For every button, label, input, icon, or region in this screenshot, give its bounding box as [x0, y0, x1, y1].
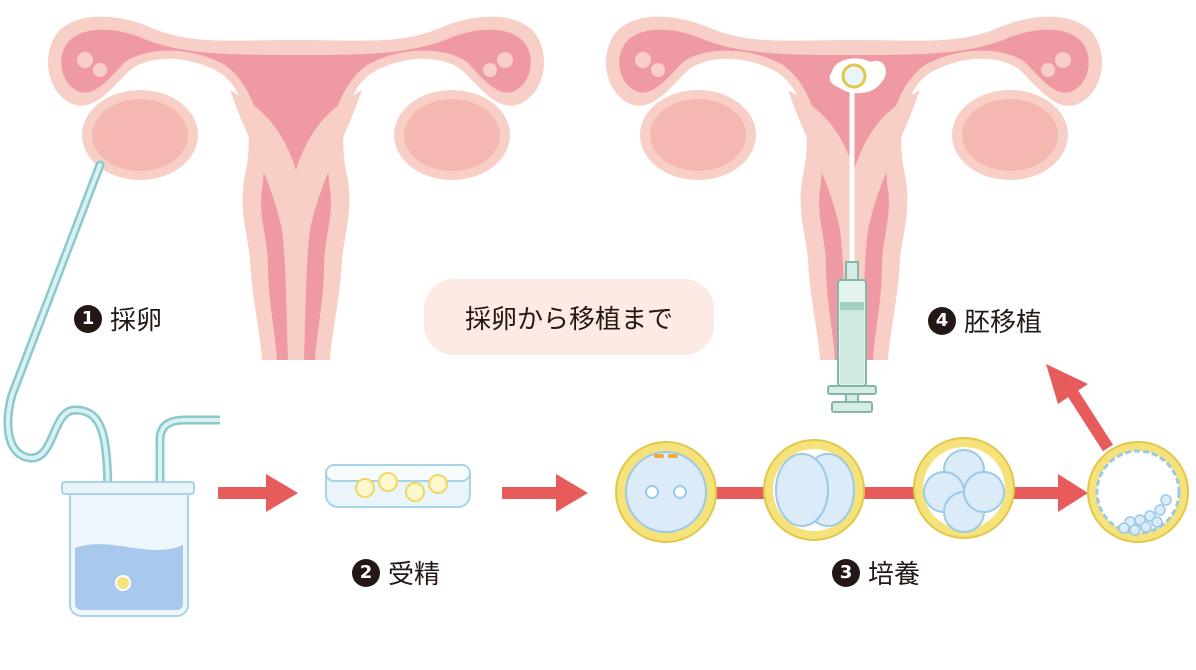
ovary-right-inner: [404, 99, 500, 171]
step-label-text: 採卵: [110, 306, 163, 336]
step-label-text: 培養: [868, 560, 921, 590]
ovary-left-inner: [650, 99, 746, 171]
embryo-two-cell: [763, 439, 865, 541]
step-label-fertilization: 2 受精: [352, 554, 440, 591]
arrow-head: [1058, 474, 1088, 512]
culture-connector: [712, 487, 768, 499]
step-label-text: 受精: [388, 560, 441, 590]
pronucleus: [645, 485, 659, 499]
inner-cell-mass: [1154, 504, 1166, 516]
arrow-to-transfer: [1046, 364, 1114, 452]
fimbria: [1055, 52, 1071, 68]
inner-cell-mass: [1129, 524, 1141, 536]
ovary-left-inner: [92, 99, 188, 171]
syringe-fill: [840, 310, 864, 384]
dish-egg: [355, 478, 375, 498]
uterus-left: [48, 16, 544, 360]
inner-cell-mass: [1118, 522, 1130, 534]
inner-cell-mass: [1140, 521, 1152, 533]
arrow-shaft: [1066, 388, 1114, 452]
embryo-blastocyst: [1087, 441, 1189, 543]
ovary-right-inner: [962, 99, 1058, 171]
blastomere: [963, 471, 1005, 513]
fimbria: [483, 63, 497, 77]
step-label-retrieval: 1 採卵: [74, 300, 162, 337]
syringe: [827, 261, 877, 413]
embryo-pronuclear: [615, 441, 717, 543]
syringe-thumb: [831, 401, 873, 413]
arrow-to-fertilization: [218, 474, 298, 512]
embryo-four-cell: [913, 437, 1015, 539]
diagram-title-text: 採卵から移植まで: [464, 304, 673, 335]
step-label-transfer: 4 胚移植: [928, 302, 1042, 339]
dish-egg: [405, 482, 425, 502]
ooplasm: [625, 451, 707, 533]
arrow-shaft: [1010, 487, 1060, 499]
arrow-to-blastocyst: [1010, 474, 1088, 512]
arrow-shaft: [218, 487, 266, 499]
dish-egg: [378, 472, 398, 492]
inner-cell-mass: [1160, 494, 1172, 506]
step-number-badge: 3: [832, 558, 860, 587]
step-number-badge: 1: [74, 304, 102, 333]
fimbria: [77, 52, 93, 68]
dish-lid: [325, 464, 471, 482]
step-label-text: 胚移植: [964, 308, 1043, 338]
fimbria: [1041, 63, 1055, 77]
polar-body: [668, 454, 678, 458]
arrow-head: [556, 474, 588, 512]
retrieval-tube-core: [6, 163, 110, 512]
fimbria: [497, 52, 513, 68]
retrieved-egg: [115, 575, 131, 591]
culture-connector: [862, 487, 918, 499]
beaker-liquid: [75, 544, 183, 610]
fimbria: [651, 63, 665, 77]
collection-beaker: [61, 481, 195, 617]
step-label-culture: 3 培養: [832, 554, 920, 591]
beaker-rim: [61, 481, 195, 495]
arrow-shaft: [502, 487, 556, 499]
uterus-left-canal: [230, 90, 362, 360]
arrow-head: [1046, 364, 1088, 404]
fimbria: [635, 52, 651, 68]
blastomere: [775, 453, 829, 527]
inner-cell-mass: [1151, 516, 1163, 528]
diagram-title: 採卵から移植まで: [424, 279, 714, 355]
syringe-flange: [827, 385, 877, 395]
fimbria: [93, 63, 107, 77]
transferred-embryo: [841, 63, 867, 89]
arrow-to-culture: [502, 474, 588, 512]
arrow-head: [266, 474, 298, 512]
polar-body: [654, 454, 664, 458]
dish-egg: [428, 474, 448, 494]
pronucleus: [673, 485, 687, 499]
syringe-plunger-head: [840, 302, 864, 310]
step-number-badge: 2: [352, 558, 380, 587]
petri-dish: [325, 464, 471, 508]
suction-tube-core: [158, 418, 220, 510]
step-number-badge: 4: [928, 306, 956, 335]
